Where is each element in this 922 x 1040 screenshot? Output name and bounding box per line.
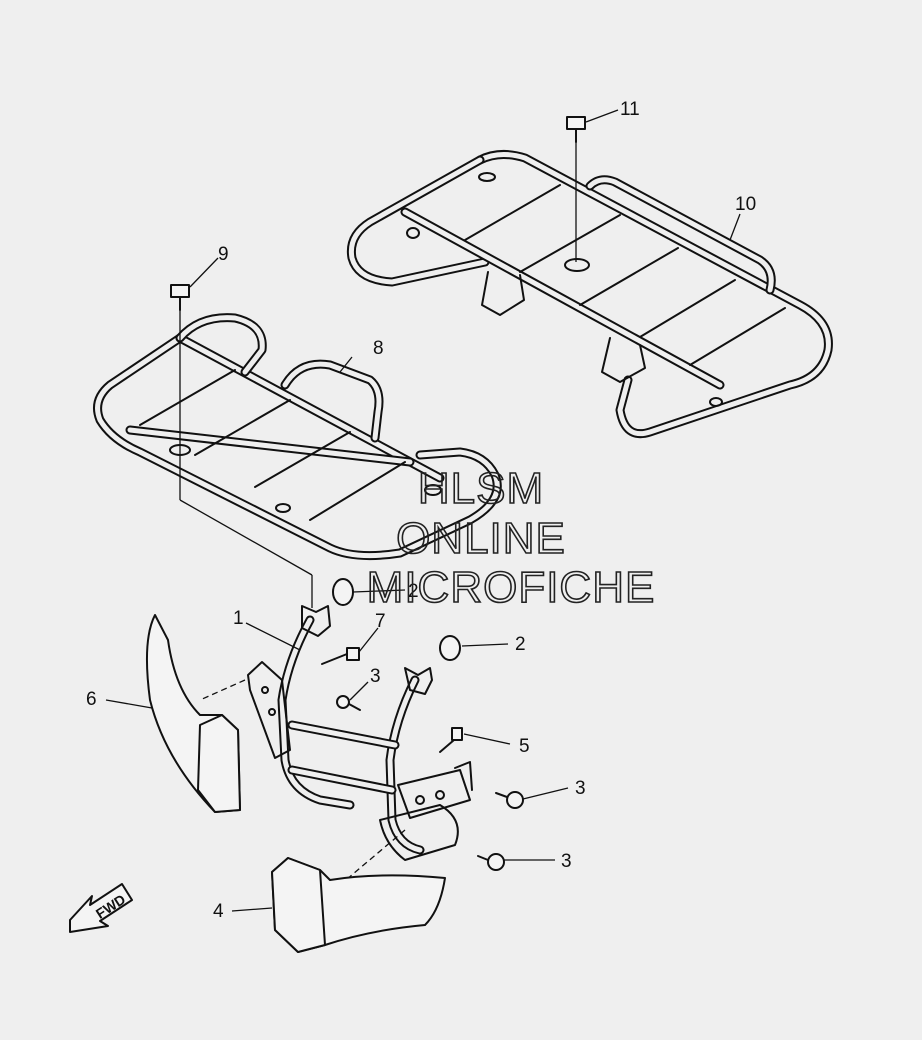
watermark-line-1: HLSM: [418, 464, 544, 513]
callout-4: 4: [213, 901, 224, 922]
callout-7: 7: [375, 611, 386, 632]
watermark-line-3: MICROFICHE: [367, 563, 656, 612]
forward-arrow-icon: FWD: [69, 883, 133, 933]
screw-5-icon: [439, 727, 463, 753]
watermark-line-2: ONLINE: [396, 514, 566, 563]
front-bumper-frame: [247, 605, 473, 861]
callout-11: 11: [620, 99, 640, 120]
callout-3b: 3: [575, 778, 586, 799]
front-carrier: [93, 313, 502, 561]
callout-1: 1: [233, 608, 244, 629]
callout-3a: 3: [370, 666, 381, 687]
callout-10: 10: [735, 194, 756, 215]
grommet-2b-icon: [439, 635, 461, 661]
rear-carrier: [346, 150, 833, 439]
callout-5: 5: [519, 736, 530, 757]
bolt-9-icon: [170, 284, 190, 311]
bumper-end-right: [271, 857, 446, 953]
grommet-2a-icon: [332, 578, 354, 606]
bolt-3c-icon: [477, 853, 505, 871]
callout-2b: 2: [515, 634, 526, 655]
callout-8: 8: [373, 338, 384, 359]
bolt-3a-icon: [336, 695, 361, 711]
bolt-3b-icon: [495, 791, 524, 809]
bumper-end-left: [145, 614, 241, 813]
callout-2a: 2: [408, 581, 419, 602]
callout-9: 9: [218, 244, 229, 265]
callout-6: 6: [86, 689, 97, 710]
callout-3c: 3: [561, 851, 572, 872]
screw-7-icon: [321, 647, 360, 665]
watermark: HLSM ONLINE MICROFICHE: [366, 463, 656, 613]
bolt-11-icon: [566, 116, 586, 143]
